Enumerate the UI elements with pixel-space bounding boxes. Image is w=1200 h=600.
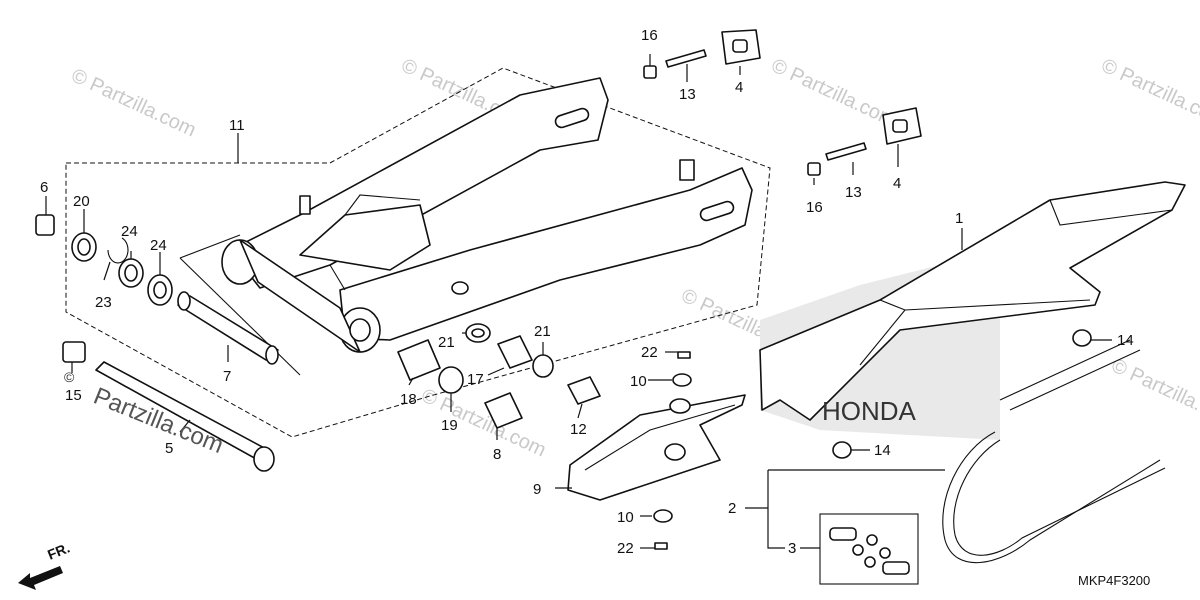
callout-21: 21: [438, 334, 455, 351]
swingarm-tab: [299, 195, 311, 215]
collar-8: [484, 392, 523, 429]
chain-slider-boss: [451, 281, 469, 295]
callout-12: 12: [570, 421, 587, 438]
needle-bearing-18: [397, 339, 441, 381]
callout-4: 4: [735, 79, 743, 96]
collar-12: [567, 376, 601, 405]
callout-22: 22: [641, 344, 658, 361]
callout-19: 19: [441, 417, 458, 434]
seal-19: [438, 366, 464, 394]
chain-case: HONDA: [759, 181, 1186, 440]
bolt-14b: [832, 441, 852, 459]
right-bearing-stack: [397, 323, 601, 429]
needle-bearing-17: [497, 335, 533, 369]
drive-chain: [942, 339, 1166, 564]
nut-16a: [643, 65, 657, 79]
callout-14: 14: [874, 442, 891, 459]
bearing-stack: [35, 214, 173, 306]
brake-stopper: [679, 159, 695, 181]
callout-18: 18: [400, 391, 417, 408]
watermark: © Partzilla.com: [1108, 355, 1200, 432]
chain-slider: [567, 394, 746, 501]
pivot-collar: [177, 291, 279, 365]
swingarm-crossmember: [299, 204, 431, 271]
nut-16b: [807, 162, 821, 176]
adjusting-bolt-13b: [825, 142, 867, 161]
callout-1: 1: [955, 210, 963, 227]
adjusting-bolt-13a: [665, 49, 707, 68]
callout-14: 14: [1117, 332, 1134, 349]
callout-7: 7: [223, 368, 231, 385]
callout-13: 13: [845, 184, 862, 201]
callout-8: 8: [493, 446, 501, 463]
callout-3: 3: [788, 540, 796, 557]
chain-case-body: [759, 181, 1186, 421]
pivot-nut-15: [62, 341, 86, 363]
swingarm-group: [65, 67, 771, 438]
callout-21: 21: [534, 323, 551, 340]
watermark-copyright: ©: [64, 369, 75, 385]
callout-15: 15: [65, 387, 82, 404]
fasteners: [653, 329, 1092, 550]
callout-4: 4: [893, 175, 901, 192]
dust-seal-6: [35, 214, 55, 236]
front-direction-arrow: FR.: [18, 539, 72, 590]
clip-10b: [653, 509, 673, 523]
callout-16: 16: [641, 27, 658, 44]
group-outline: [65, 67, 771, 438]
section-plane: [179, 234, 301, 376]
callout-24: 24: [150, 237, 167, 254]
adjuster-slot-right: [699, 200, 735, 222]
callout-23: 23: [95, 294, 112, 311]
circlip-23: [107, 237, 129, 264]
watermark: © Partzilla.com: [68, 65, 199, 142]
callout-22: 22: [617, 540, 634, 557]
clip-10a: [672, 373, 692, 387]
callout-17: 17: [467, 371, 484, 388]
callout-10: 10: [630, 373, 647, 390]
callout-9: 9: [533, 481, 541, 498]
chain-adjusters: [643, 29, 922, 176]
screw-22b: [654, 542, 668, 550]
seal-21b: [532, 354, 554, 378]
watermark: © Partzilla.com: [768, 55, 899, 132]
callout-13: 13: [679, 86, 696, 103]
callouts: 1 2 3 4 4 5 6 7 8 9 10 10 11 12 13 13 14…: [40, 27, 1134, 557]
chain-joint-kit: [819, 513, 919, 585]
callout-11: 11: [229, 117, 245, 134]
callout-5: 5: [165, 440, 173, 457]
callout-2: 2: [728, 500, 736, 517]
callout-16: 16: [806, 199, 823, 216]
callout-24: 24: [121, 223, 138, 240]
arrow-icon: [18, 566, 63, 590]
watermark: © Partzilla.com: [1098, 55, 1200, 132]
leader-lines: [45, 54, 1112, 549]
bolt-14a: [1072, 329, 1092, 347]
callout-10: 10: [617, 509, 634, 526]
callout-20: 20: [73, 193, 90, 210]
diagram-code: MKP4F3200: [1078, 573, 1150, 588]
front-label: FR.: [45, 539, 72, 562]
chain-slider-body: [567, 394, 746, 501]
adjuster-slot-left: [554, 107, 590, 129]
screw-22a: [677, 351, 691, 359]
pivot-bolt: [62, 341, 275, 472]
logo-text: HONDA: [822, 396, 917, 426]
watermark: © Partzilla.com: [418, 385, 549, 462]
callout-6: 6: [40, 179, 48, 196]
